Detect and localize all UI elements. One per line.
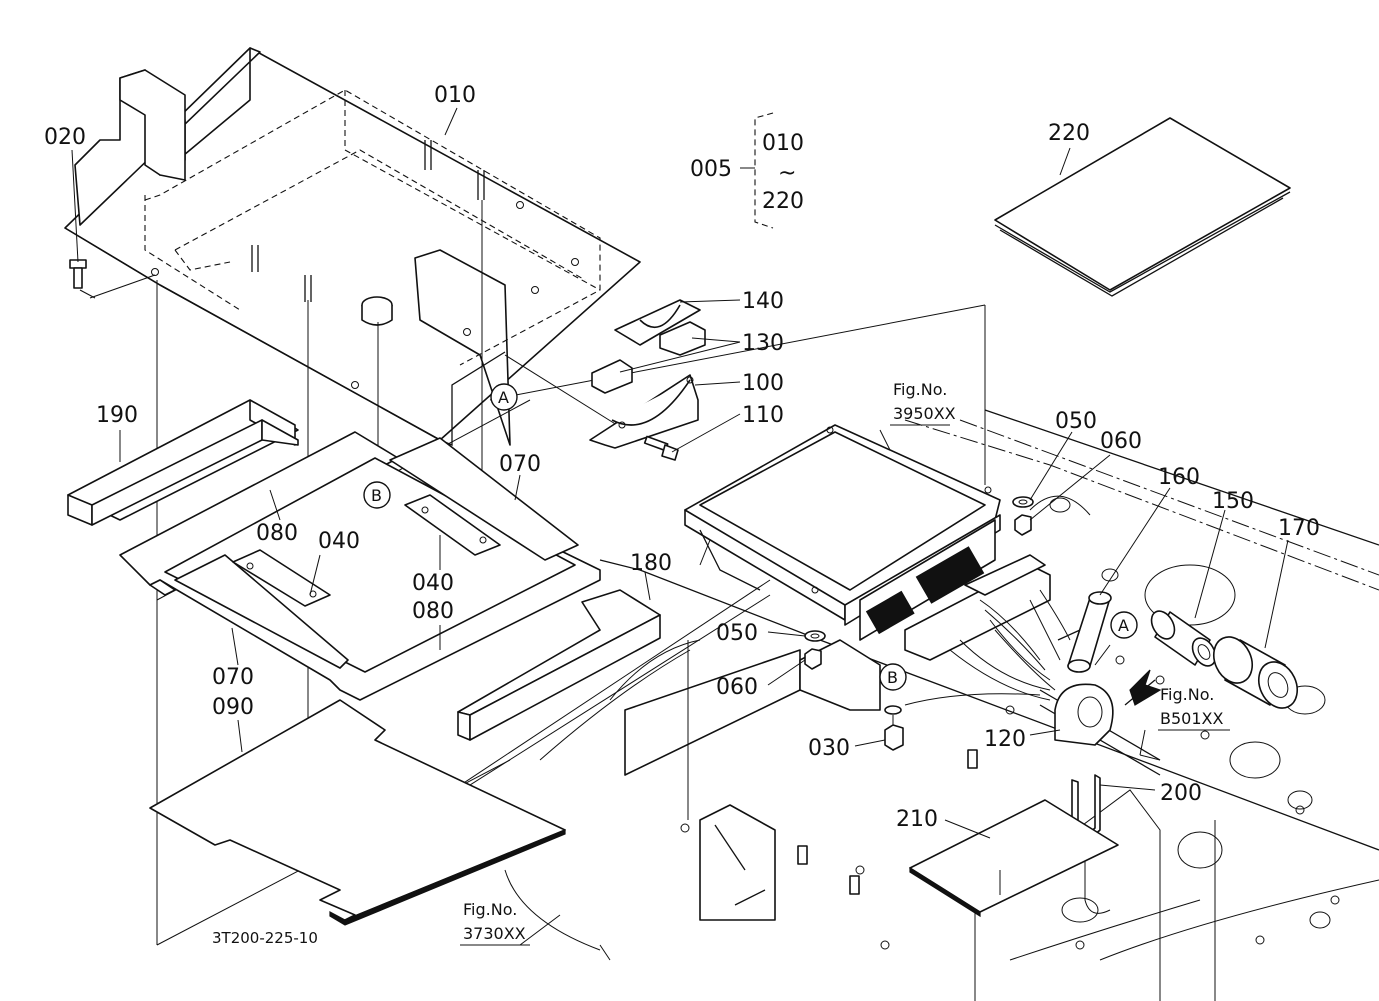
marker-a: A: [490, 383, 518, 411]
fig-ref-floor: Fig.No. 3730XX: [463, 900, 526, 943]
callout-120: 120: [984, 727, 1026, 752]
part-130-pad: [591, 321, 706, 394]
callout-050: 050: [1055, 409, 1097, 434]
callout-140: 140: [742, 289, 784, 314]
part-010-cover: [64, 47, 641, 446]
callout-060: 060: [1100, 429, 1142, 454]
diagram-code: 3T200-225-10: [212, 929, 318, 947]
callout-080: 080: [256, 521, 298, 546]
fig-ref-number: 3950XX: [893, 404, 956, 423]
washer-030: [884, 705, 904, 751]
marker-a-2: A: [1110, 611, 1138, 639]
group-range-from: 010: [762, 131, 804, 156]
callout-020: 020: [44, 125, 86, 150]
callout-010: 010: [434, 83, 476, 108]
washer-050: [804, 496, 1034, 642]
callout-090: 090: [212, 695, 254, 720]
part-170-grommet: [1212, 636, 1299, 709]
marker-b: B: [363, 481, 391, 509]
callout-200: 200: [1160, 781, 1202, 806]
part-110-bolt: [643, 435, 679, 461]
fig-ref-ecu: Fig.No. 3950XX: [893, 380, 956, 423]
ecu-unit: [684, 424, 1001, 641]
group-bracket: [740, 112, 774, 229]
fig-ref-title: Fig.No.: [893, 380, 947, 399]
callout-190: 190: [96, 403, 138, 428]
marker-a-letter: A: [498, 388, 509, 407]
part-180-foam: [457, 589, 661, 741]
callout-030: 030: [808, 736, 850, 761]
part-220-label: [994, 117, 1291, 297]
fig-ref-harness: Fig.No. B501XX: [1160, 685, 1223, 728]
part-070-strip-bottom: [174, 554, 349, 669]
part-040-plate: [232, 494, 501, 607]
part-120-plate: [1054, 683, 1114, 746]
part-150-tube: [1150, 610, 1217, 667]
bolt-020: [69, 259, 87, 289]
fig-ref-title: Fig.No.: [463, 900, 517, 919]
callout-130: 130: [742, 331, 784, 356]
leader-lines: [71, 107, 1289, 946]
marker-a-letter: A: [1118, 616, 1129, 635]
part-140-clamp: [614, 299, 701, 346]
fig-ref-title: Fig.No.: [1160, 685, 1214, 704]
group-range-symbol: ~: [778, 161, 796, 186]
part-190-foam: [67, 399, 299, 526]
part-070-strip-top: [389, 437, 579, 561]
callout-110: 110: [742, 403, 784, 428]
machine-frame: [504, 409, 1379, 1001]
fig-ref-number: B501XX: [1160, 709, 1223, 728]
part-160-sleeve: [1067, 591, 1112, 673]
stud-bolt: [797, 749, 978, 895]
callout-160: 160: [1158, 465, 1200, 490]
marker-b-letter: B: [887, 668, 898, 687]
marker-b-2: B: [879, 663, 907, 691]
stud-bolt: [251, 140, 485, 302]
mounting-bracket-lower: [624, 639, 978, 921]
callout-180: 180: [630, 551, 672, 576]
callout-070: 070: [499, 452, 541, 477]
nut-060: [804, 514, 1032, 670]
callout-050-b: 050: [716, 621, 758, 646]
group-label-005: 005: [690, 157, 732, 182]
part-090-sheet: [149, 699, 566, 926]
group-range-to: 220: [762, 189, 804, 214]
callout-060-b: 060: [716, 675, 758, 700]
callout-170: 170: [1278, 516, 1320, 541]
callout-220: 220: [1048, 121, 1090, 146]
callout-150: 150: [1212, 489, 1254, 514]
callout-210: 210: [896, 807, 938, 832]
callout-labels: 010 020 030 040 040 050 050 060 060 070 …: [44, 83, 1320, 832]
callout-040-b: 040: [412, 571, 454, 596]
fig-ref-number: 3730XX: [463, 924, 526, 943]
marker-b-letter: B: [371, 486, 382, 505]
part-100-bracket: [589, 374, 699, 449]
callout-070-b: 070: [212, 665, 254, 690]
part-210-sheet: [909, 799, 1119, 918]
callout-080-b: 080: [412, 599, 454, 624]
callout-100: 100: [742, 371, 784, 396]
callout-040: 040: [318, 529, 360, 554]
